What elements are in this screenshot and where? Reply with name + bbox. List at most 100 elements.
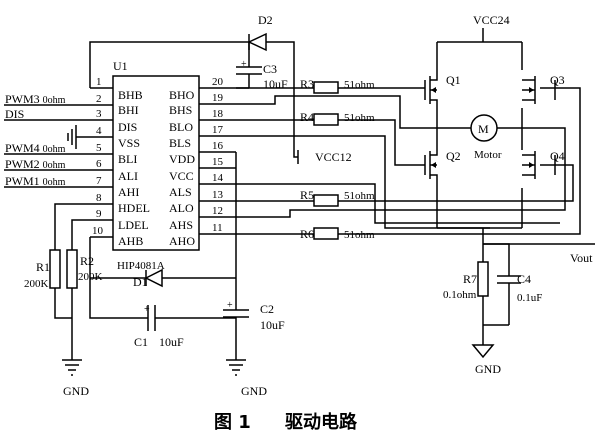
pin-number: 1 <box>96 76 102 88</box>
wire-ahs-to-motor-right <box>236 127 566 218</box>
pin-name: HDEL <box>118 201 150 215</box>
c1-value: 10uF <box>159 335 184 349</box>
r5-label: R5 <box>300 188 314 202</box>
q1-label: Q1 <box>446 73 461 87</box>
input-label-pwm4: PWM4 0ohm <box>5 141 66 155</box>
d2-label: D2 <box>258 13 273 27</box>
d2-diode-icon <box>247 32 267 52</box>
c2-label: C2 <box>260 302 274 316</box>
pin-number: 7 <box>96 175 102 187</box>
q3-mosfet-icon <box>522 76 556 104</box>
q1-mosfet: Q1 <box>424 70 461 108</box>
pin-number: 10 <box>92 225 104 237</box>
pin-number: 3 <box>96 108 102 120</box>
r4-value: 51ohm <box>344 112 375 124</box>
q2-mosfet: Q2 <box>424 149 461 188</box>
wire-bhs-to-motor-left <box>236 95 437 129</box>
gnd-left-icon <box>62 359 82 376</box>
input-label-pwm2: PWM2 0ohm <box>5 157 66 171</box>
input-label-pwm1: PWM1 0ohm <box>5 174 66 188</box>
r6-resistor-icon <box>313 227 339 240</box>
r3-resistor-icon <box>313 81 339 94</box>
r2-resistor-icon <box>66 249 78 289</box>
wire-d2-to-vcc12 <box>266 41 298 158</box>
c1-plus: + <box>144 304 150 315</box>
c2-capacitor-icon <box>223 309 249 360</box>
pin-name: BHS <box>169 103 192 117</box>
c2-value: 10uF <box>260 318 285 332</box>
pin-number: 9 <box>96 208 102 220</box>
r4-resistor-icon <box>313 113 339 126</box>
pin-number: 13 <box>212 189 224 201</box>
input-label-pwm3: PWM3 0ohm <box>5 92 66 106</box>
c1-label: C1 <box>134 335 148 349</box>
pin-number: 20 <box>212 76 224 88</box>
pin-number: 11 <box>212 222 223 234</box>
c4-label: C4 <box>517 272 531 286</box>
c4-value: 0.1uF <box>517 292 542 304</box>
q4-mosfet-icon <box>522 151 556 179</box>
pin-number: 12 <box>212 205 223 217</box>
ic-u1: U1 HIP4081A 1 2 3 4 5 6 7 8 9 10 20 19 1… <box>90 59 236 272</box>
vcc12-label: VCC12 <box>315 150 352 164</box>
r4-label: R4 <box>300 110 314 124</box>
q3-mosfet: Q3 <box>522 73 565 104</box>
r7-label: R7 <box>463 272 477 286</box>
r5-resistor-icon <box>313 194 339 207</box>
ic-left-pin-stubs <box>90 87 113 238</box>
pin-name: AHS <box>169 218 193 232</box>
pin-number: 15 <box>212 156 224 168</box>
gnd-right-icon <box>471 344 495 359</box>
pin-number: 18 <box>212 108 224 120</box>
pin-name: BHO <box>169 88 195 102</box>
pin-number: 6 <box>96 158 102 170</box>
q2-arrow-icon <box>431 162 436 168</box>
gnd-right-label: GND <box>475 362 501 376</box>
q1-mosfet-icon <box>424 70 438 108</box>
d1-diode-icon <box>144 268 163 288</box>
r6-label: R6 <box>300 227 314 241</box>
wire-r5-to-q4 <box>338 164 574 202</box>
delay-resistors: R1 200K R2 200K GND <box>24 203 103 398</box>
gate-resistors: R3 51ohm R4 51ohm R5 51ohm R6 51ohm <box>236 77 581 241</box>
c1-capacitor-icon <box>89 278 236 331</box>
pin-name: AHI <box>118 185 139 199</box>
h-bridge: VCC24 Q1 Q2 Q3 Q4 <box>424 13 595 376</box>
q4-mosfet: Q4 <box>522 149 565 179</box>
pin-name: BLS <box>169 136 191 150</box>
wire-r1-r2-to-gnd <box>54 288 73 360</box>
bottom-node-wires <box>437 227 522 244</box>
input-wires <box>4 104 90 188</box>
pin-name: AHB <box>118 234 143 248</box>
q2-mosfet-icon <box>424 150 438 188</box>
q1-arrow-icon <box>431 87 436 93</box>
pin-number: 4 <box>96 125 102 137</box>
pin-number: 5 <box>96 142 102 154</box>
pin-number: 14 <box>212 172 224 184</box>
r6-value: 51ohm <box>344 229 375 241</box>
r7-resistor-icon <box>477 261 489 297</box>
pin-name: ALO <box>169 201 194 215</box>
pin-name: VDD <box>169 152 195 166</box>
r1-resistor-icon <box>49 249 61 289</box>
pin-number: 17 <box>212 124 224 136</box>
vout-label: Vout <box>570 251 593 265</box>
r5-value: 51ohm <box>344 190 375 202</box>
wire-als <box>236 183 560 224</box>
pin-name: LDEL <box>118 218 149 232</box>
wire-pin1-to-d2 <box>89 41 249 88</box>
pin-number: 2 <box>96 93 102 105</box>
pin-number: 16 <box>212 140 224 152</box>
bootstrap-bottom-network: D1 + C1 10uF <box>89 268 236 349</box>
c2-network: + C2 10uF GND <box>223 300 285 398</box>
r7-value: 0.1ohm <box>443 289 477 301</box>
q3-label: Q3 <box>550 73 565 87</box>
d1-label: D1 <box>133 275 148 289</box>
pin-name: AHO <box>169 234 195 248</box>
wire-hdel-ldel <box>54 203 90 250</box>
motor-icon <box>470 114 498 142</box>
c3-plus: + <box>241 59 247 70</box>
pin-name: ALS <box>169 185 192 199</box>
q2-label: Q2 <box>446 149 461 163</box>
wire-r6-to-q3 <box>338 87 581 235</box>
